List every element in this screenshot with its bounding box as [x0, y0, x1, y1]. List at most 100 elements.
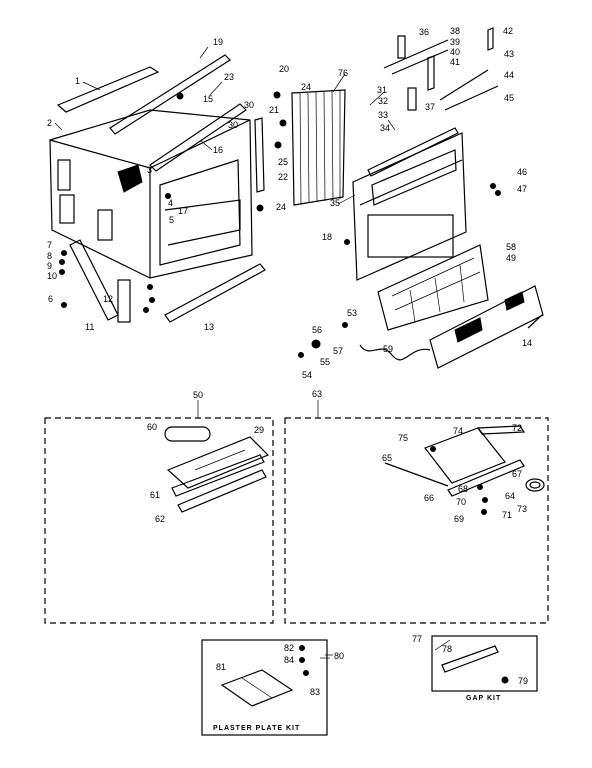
cabinet-assembly	[49, 54, 287, 323]
label-5: 5	[169, 215, 174, 225]
part-79	[501, 676, 509, 684]
part-1-rail	[56, 66, 160, 113]
label-74: 74	[453, 426, 463, 436]
label-18: 18	[322, 232, 332, 242]
label-83: 83	[310, 687, 320, 697]
label-43: 43	[504, 49, 514, 59]
part-22-channel	[254, 117, 265, 193]
label-34: 34	[380, 123, 390, 133]
kit-50-box	[44, 417, 274, 624]
label-77: 77	[412, 634, 422, 644]
label-17: 17	[178, 206, 188, 216]
label-36: 36	[419, 27, 429, 37]
kit-63-parts	[384, 425, 545, 515]
label-62: 62	[155, 514, 165, 524]
label-71: 71	[502, 510, 512, 520]
label-19: 19	[213, 37, 223, 47]
kit-50-parts	[164, 426, 270, 513]
label-20: 20	[279, 64, 289, 74]
part-74	[424, 427, 506, 484]
label-75: 75	[398, 433, 408, 443]
label-47: 47	[517, 184, 527, 194]
label-57: 57	[333, 346, 343, 356]
label-66: 66	[424, 493, 434, 503]
label-10: 10	[47, 271, 57, 281]
front-panel-assembly	[291, 27, 544, 369]
label-32: 32	[378, 96, 388, 106]
part-37	[407, 87, 417, 111]
label-46: 46	[517, 167, 527, 177]
label-13: 13	[204, 322, 214, 332]
label-39: 39	[450, 37, 460, 47]
label-65: 65	[382, 453, 392, 463]
cabinet-bracket	[117, 164, 143, 193]
label-1: 1	[75, 76, 80, 86]
label-22: 22	[278, 172, 288, 182]
label-30a: 30	[228, 120, 238, 130]
label-4: 4	[168, 198, 173, 208]
part-78	[441, 645, 499, 673]
label-72: 72	[512, 423, 522, 433]
label-59: 59	[383, 344, 393, 354]
cabinet-shell	[49, 109, 253, 279]
part-23-rail	[149, 103, 247, 172]
label-23: 23	[224, 72, 234, 82]
label-40: 40	[450, 47, 460, 57]
label-38: 38	[450, 26, 460, 36]
part-13-rail	[164, 263, 266, 323]
label-31: 31	[377, 85, 387, 95]
screw-20	[273, 91, 281, 99]
label-7: 7	[47, 240, 52, 250]
label-24b: 24	[276, 202, 286, 212]
part-41	[427, 55, 435, 91]
label-49: 49	[506, 253, 516, 263]
label-67: 67	[512, 469, 522, 479]
label-37: 37	[425, 102, 435, 112]
label-24a: 24	[301, 82, 311, 92]
label-79: 79	[518, 676, 528, 686]
part-67	[447, 459, 525, 497]
part-60	[164, 426, 211, 442]
part-labels: 1 2 3 4 5 6 7 8 9 10 11 12 13 14 15 16 1…	[47, 26, 532, 732]
label-2: 2	[47, 118, 52, 128]
part-14	[527, 314, 543, 329]
label-63: 63	[312, 389, 322, 399]
leader-lines	[54, 46, 451, 659]
label-42: 42	[503, 26, 513, 36]
label-14: 14	[522, 338, 532, 348]
label-41: 41	[450, 57, 460, 67]
part-76-filter	[291, 89, 346, 206]
part-62	[177, 469, 267, 513]
part-49-grille	[429, 285, 544, 369]
plaster-plate-kit-caption: PLASTER PLATE KIT	[213, 725, 300, 732]
label-35: 35	[330, 198, 340, 208]
part-29	[166, 436, 270, 489]
gap-kit-box	[431, 635, 538, 692]
label-55: 55	[320, 357, 330, 367]
part-72	[476, 425, 526, 435]
label-45: 45	[504, 93, 514, 103]
label-12: 12	[103, 294, 113, 304]
label-60: 60	[147, 422, 157, 432]
screw-15	[176, 92, 184, 100]
label-44: 44	[504, 70, 514, 80]
part-58-filter	[377, 244, 489, 331]
label-11: 11	[85, 322, 94, 332]
part-34-strip	[367, 127, 459, 177]
label-73: 73	[517, 504, 527, 514]
label-29: 29	[254, 425, 264, 435]
part-12-bracket	[117, 279, 131, 323]
part-11-bracket	[69, 239, 119, 321]
plaster-plate-kit-box	[201, 639, 328, 736]
part-19-rail	[109, 54, 231, 135]
label-15: 15	[203, 94, 213, 104]
label-82: 82	[284, 643, 294, 653]
label-8: 8	[47, 251, 52, 261]
label-53: 53	[347, 308, 357, 318]
label-33: 33	[378, 110, 388, 120]
label-56: 56	[312, 325, 322, 335]
label-3: 3	[147, 165, 152, 175]
label-64: 64	[505, 491, 515, 501]
label-54: 54	[302, 370, 312, 380]
